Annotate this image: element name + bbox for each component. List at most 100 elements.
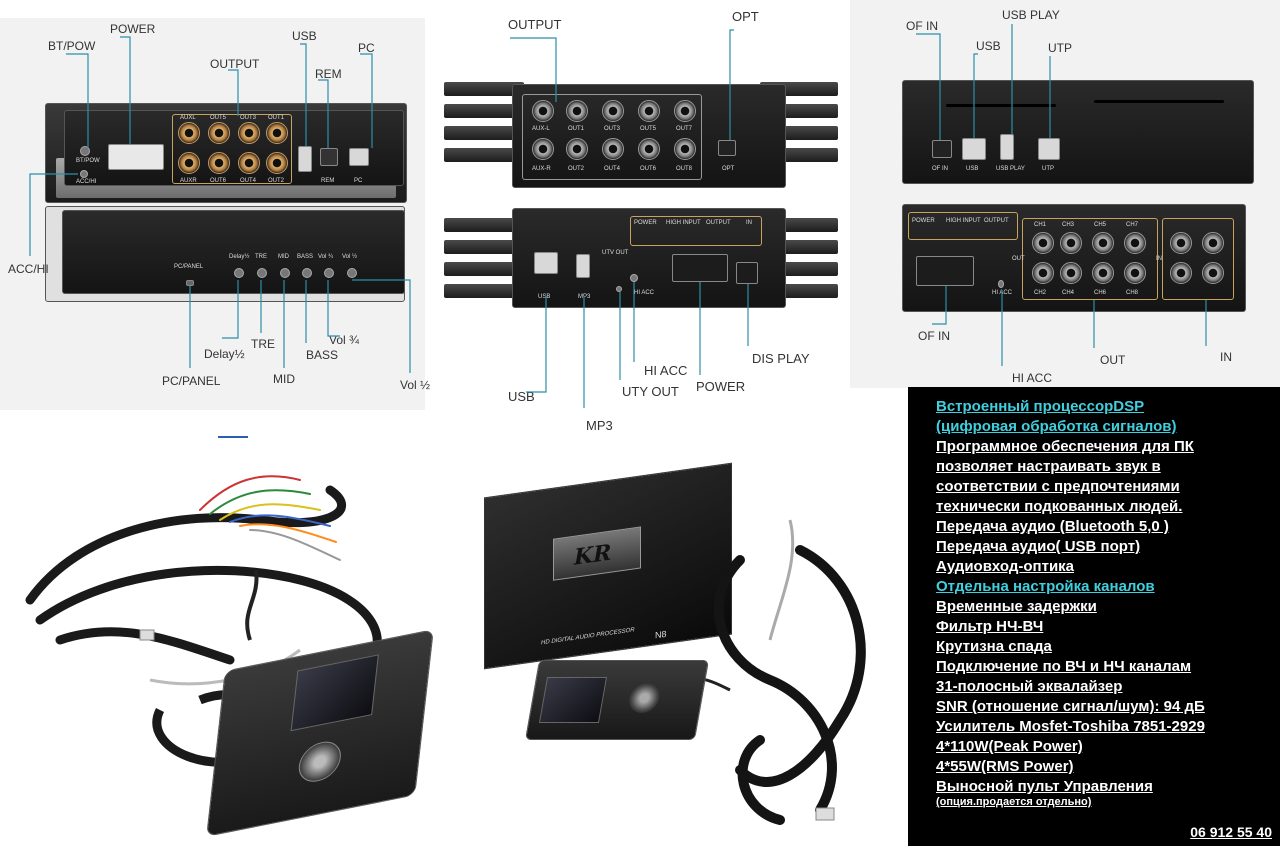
label-mid: MID	[273, 372, 295, 386]
utv-out-switch	[616, 286, 622, 292]
spec-line: Подключение по ВЧ и НЧ каналам	[936, 658, 1192, 675]
rca-auxl	[178, 122, 200, 144]
specs-panel: Встроенный процессорDSP (цифровая обрабо…	[908, 387, 1280, 846]
rca-out3	[238, 122, 260, 144]
mark2-out7: OUT7	[676, 126, 693, 132]
usb-b-port	[534, 252, 558, 274]
mark-tre: TRE	[255, 254, 267, 260]
knob-delay	[234, 268, 244, 278]
spec-line: Выносной пульт Управления	[936, 778, 1153, 795]
mark3-usb: USB	[966, 166, 979, 172]
rca2-out5	[638, 100, 660, 122]
spec-line: Передача аудио (Bluetooth 5,0 )	[936, 518, 1169, 535]
mark3-power: POWER	[912, 218, 935, 224]
mark-mid: MID	[278, 254, 289, 260]
label3-of-in-top: OF IN	[906, 19, 938, 33]
rca3-ch1-out	[1032, 232, 1054, 254]
spec-line: Отдельна настройка каналов	[936, 578, 1155, 595]
unit3-out-frame	[1022, 218, 1158, 300]
knob-mid	[280, 268, 290, 278]
mark2-output: OUTPUT	[706, 220, 731, 226]
label-acc-hi: ACC/HI	[8, 262, 49, 276]
product-remote-screen	[538, 677, 608, 723]
mark-out6: OUT6	[210, 178, 227, 184]
panel-device-view-2: AUX-L OUT1 OUT3 OUT5 OUT7 AUX-R OUT2 OUT…	[430, 0, 850, 440]
label-bt-pow: BT/POW	[48, 39, 96, 53]
rca3-ch2-in	[1202, 262, 1224, 284]
phone-number[interactable]: 06 912 55 40	[1190, 824, 1272, 840]
mark2-utv-out: UTV OUT	[602, 250, 629, 256]
mark3-usb-play: USB PLAY	[996, 166, 1025, 172]
label-vol12: Vol ½	[400, 378, 431, 392]
rca3-ch4-out	[1060, 262, 1082, 284]
label-vol34: Vol ¾	[329, 333, 360, 347]
mark2-out2: OUT2	[568, 166, 585, 172]
rca-out6	[208, 152, 230, 174]
pc-port	[349, 148, 369, 166]
mark3-hi-acc: HI ACC	[992, 290, 1013, 296]
label3-hi-acc: HI ACC	[1012, 371, 1053, 385]
fin-left-1	[444, 82, 524, 96]
spec-line-note: (опция.продается отдельно)	[936, 796, 1092, 808]
spec-line: Встроенный процессорDSP	[936, 398, 1145, 415]
remote-knob	[296, 737, 343, 786]
mark3-in: IN	[1156, 256, 1162, 262]
panel-device-view-3: OF IN USB USB PLAY UTP POWER HIGH INPUT …	[850, 0, 1280, 388]
label-rem: REM	[315, 67, 342, 81]
bt-pow-led	[80, 146, 90, 156]
knob-vol12	[347, 268, 357, 278]
mp3-usb-port	[576, 254, 590, 278]
label2-uty-out: UTY OUT	[622, 384, 679, 399]
mark3-of-in: OF IN	[932, 166, 948, 172]
rca-out1	[266, 122, 288, 144]
rca3-ch7-out	[1124, 232, 1146, 254]
mark2-out8: OUT8	[676, 166, 693, 172]
unit3-slot-right	[1094, 100, 1224, 103]
product-remote-knob	[626, 683, 662, 713]
mark-out5: OUT5	[210, 115, 227, 121]
utp-port	[1038, 138, 1060, 160]
mark-pc-panel: PC/PANEL	[174, 264, 204, 270]
mark3-ch3: CH3	[1062, 222, 1075, 228]
fin-left-5	[444, 218, 524, 232]
mark2-out5: OUT5	[640, 126, 657, 132]
knob-tre	[257, 268, 267, 278]
spec-line: позволяет настраивать звук в	[936, 458, 1161, 475]
mark2-aux-r: AUX-R	[532, 166, 551, 172]
mark3-utp: UTP	[1042, 166, 1054, 172]
spec-line: (цифровая обработка сигналов)	[936, 418, 1177, 435]
mark-out1: OUT1	[268, 115, 285, 121]
panel-device-view-1: BT/POW ACC/HI AUXL OUT5 OUT3 OUT1 AUXR O…	[0, 18, 430, 410]
label-bass: BASS	[306, 348, 339, 362]
fin-left-3	[444, 126, 524, 140]
spec-line: Усилитель Mosfet-Toshiba 7851-2929	[936, 718, 1205, 735]
opt-port	[718, 140, 736, 156]
rca2-out3	[602, 100, 624, 122]
unit3-harness-port	[916, 256, 974, 286]
rem-port	[320, 148, 338, 166]
knob-bass	[302, 268, 312, 278]
product-cable-illustration	[668, 519, 866, 825]
mark3-out: OUT	[1012, 256, 1025, 262]
label-power: POWER	[110, 22, 156, 36]
unit2-power-frame	[630, 216, 762, 246]
rca-out5	[208, 122, 230, 144]
spec-line: SNR (отношение сигнал/шум): 94 дБ	[936, 698, 1205, 715]
rca3-ch3-in	[1170, 232, 1192, 254]
mark2-power: POWER	[634, 220, 657, 226]
mark2-in: IN	[746, 220, 752, 226]
label3-of-in: OF IN	[918, 329, 950, 343]
mark-bt-pow: BT/POW	[76, 158, 100, 164]
of-in-port	[932, 140, 952, 158]
mark2-out3: OUT3	[604, 126, 621, 132]
rca3-ch8-out	[1124, 262, 1146, 284]
label2-power: POWER	[696, 379, 746, 394]
display-port	[736, 262, 758, 284]
knob-vol34	[324, 268, 334, 278]
mark3-ch1: CH1	[1034, 222, 1047, 228]
spec-line: соответствии с предпочтениями	[936, 478, 1180, 495]
mark2-aux-l: AUX-L	[532, 126, 550, 132]
mark2-hi-acc: HI ACC	[634, 290, 655, 296]
label3-utp: UTP	[1048, 41, 1072, 55]
mark-out3: OUT3	[240, 115, 257, 121]
